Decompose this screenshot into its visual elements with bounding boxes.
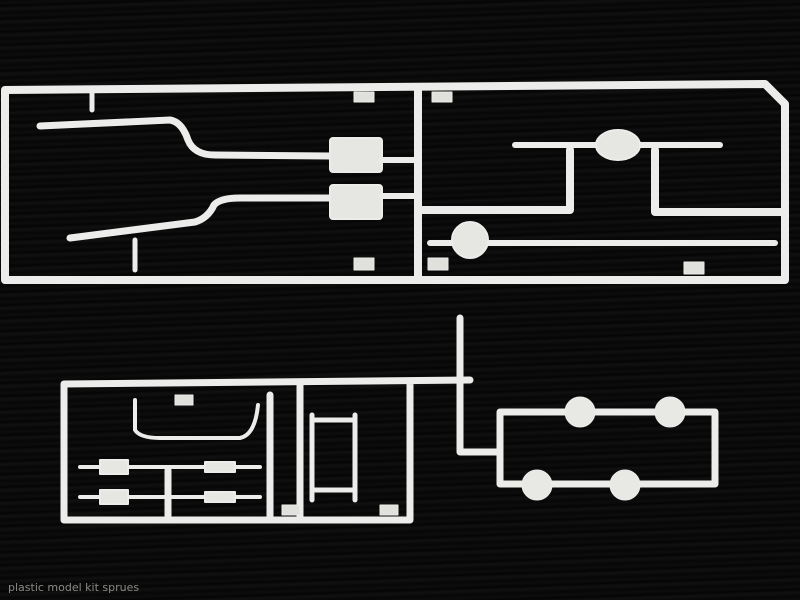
part-number-tab — [683, 261, 705, 275]
bottom-sprue-runner — [456, 314, 504, 456]
drive-ball — [451, 221, 489, 259]
differential — [595, 129, 641, 161]
part-number-tab — [174, 394, 194, 406]
tie-rod — [133, 398, 260, 440]
top-sprue-frame — [1, 80, 789, 284]
spring — [99, 489, 129, 505]
frame-rails — [309, 412, 358, 503]
top-sprue — [1, 80, 789, 284]
bottom-sprue-frame — [60, 376, 474, 524]
muffler-lower — [329, 184, 383, 220]
wheel-loop — [496, 408, 719, 488]
bottom-sprue — [60, 314, 719, 524]
part-number-tab — [353, 91, 375, 103]
muffler-upper — [329, 137, 383, 173]
wheel-disc — [609, 469, 641, 501]
wheel-disc — [564, 396, 596, 428]
part-number-tab — [379, 504, 399, 516]
spring — [99, 459, 129, 475]
exhaust-pipe-lower — [66, 194, 334, 242]
axle-runner-right — [651, 146, 789, 216]
axle-runner-left — [416, 146, 574, 214]
wheel-disc — [521, 469, 553, 501]
exhaust-pipe-upper — [36, 116, 334, 160]
small-gate — [89, 89, 138, 273]
shock-body — [204, 461, 236, 473]
part-number-tab — [427, 257, 449, 271]
part-number-tab — [281, 504, 301, 516]
part-number-tab — [353, 257, 375, 271]
image-subject-caption: plastic model kit sprues — [8, 581, 140, 594]
part-number-tab — [431, 91, 453, 103]
shock-body — [204, 491, 236, 503]
wheel-disc — [654, 396, 686, 428]
